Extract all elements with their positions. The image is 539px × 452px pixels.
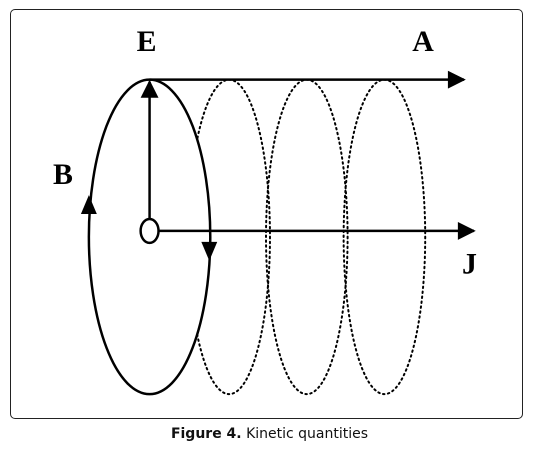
rotation-arrow-up [80,195,97,214]
label-b: B [53,158,73,191]
label-e: E [137,25,157,58]
label-j: J [462,248,477,281]
dotted-ellipse-2 [265,78,349,396]
rotation-arrow-down [201,241,218,261]
label-a: A [412,25,434,58]
kinetic-diagram: E A B J [53,25,477,396]
figure-caption: Figure 4. Kinetic quantities [0,426,539,442]
figure-number: Figure 4. [170,426,242,442]
figure-caption-text: Kinetic quantities [241,426,369,442]
figure-frame: E A B J [10,9,523,419]
dotted-ellipse-3 [342,78,427,396]
center-circle [139,217,160,245]
